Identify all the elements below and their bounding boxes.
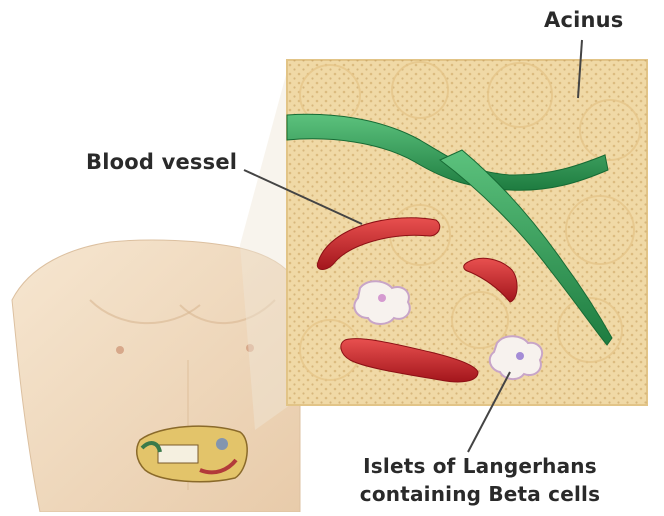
left-nipple (116, 346, 124, 354)
tissue-inset (287, 60, 647, 405)
islets-label: Islets of Langerhans containing Beta cel… (330, 452, 630, 508)
islets-label-line1: Islets of Langerhans (330, 452, 630, 480)
blood-vessel-label: Blood vessel (86, 150, 237, 174)
pancreas-organ (137, 426, 247, 482)
islets-label-line2: containing Beta cells (330, 480, 630, 508)
acinus-label: Acinus (544, 8, 624, 32)
